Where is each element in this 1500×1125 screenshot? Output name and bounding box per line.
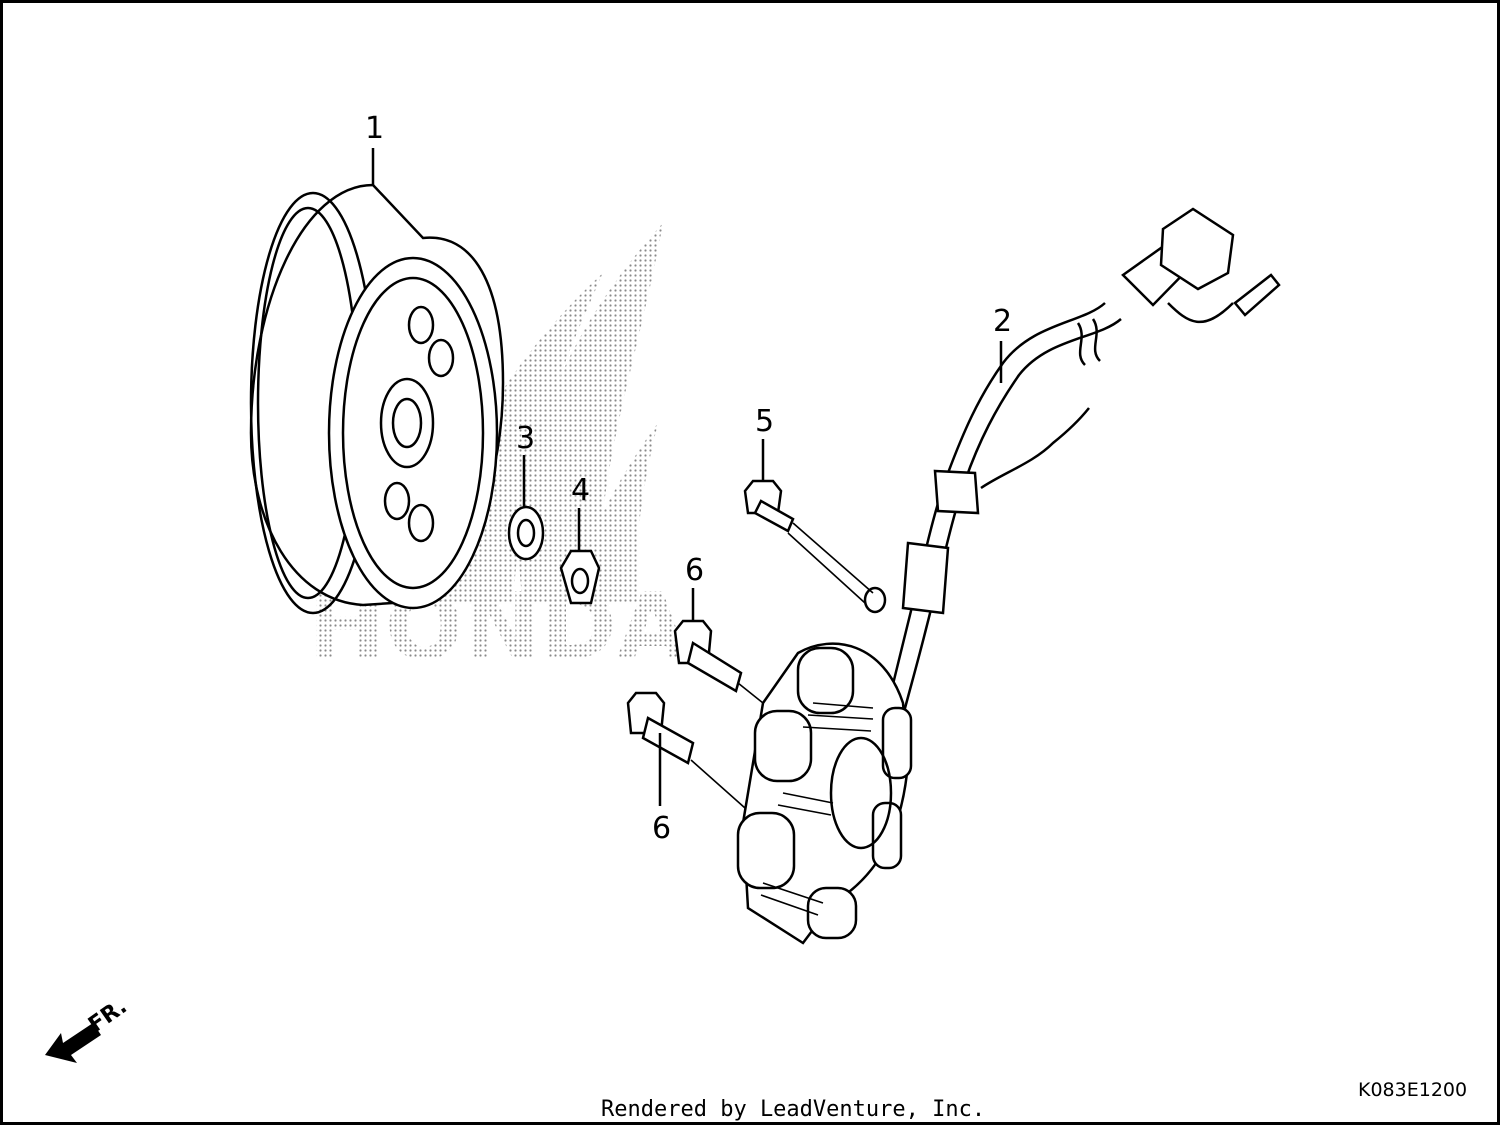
watermark-wing bbox=[519, 223, 663, 603]
bolt-6-lower bbox=[626, 691, 695, 765]
callout-2[interactable]: 2 bbox=[993, 304, 1012, 339]
bolt-5 bbox=[743, 479, 795, 533]
leader-lines bbox=[371, 148, 1003, 809]
stator-harness bbox=[736, 207, 1281, 945]
arrow-down-left-icon bbox=[45, 1023, 101, 1063]
callout-6-lower[interactable]: 6 bbox=[652, 811, 671, 846]
callout-4[interactable]: 4 bbox=[571, 473, 590, 508]
callout-6-upper[interactable]: 6 bbox=[685, 553, 704, 588]
parts-diagram: HONDA bbox=[45, 111, 1467, 1122]
flange-nut bbox=[559, 549, 601, 605]
callout-3[interactable]: 3 bbox=[516, 421, 535, 456]
bolt-6-upper bbox=[673, 619, 743, 693]
callout-1[interactable]: 1 bbox=[365, 111, 384, 146]
front-arrow: FR. bbox=[45, 994, 132, 1063]
callout-5[interactable]: 5 bbox=[755, 404, 774, 439]
flywheel bbox=[249, 183, 505, 615]
washer bbox=[507, 505, 545, 561]
credit-text: Rendered by LeadVenture, Inc. bbox=[601, 1097, 985, 1122]
diagram-code: K083E1200 bbox=[1358, 1079, 1467, 1101]
